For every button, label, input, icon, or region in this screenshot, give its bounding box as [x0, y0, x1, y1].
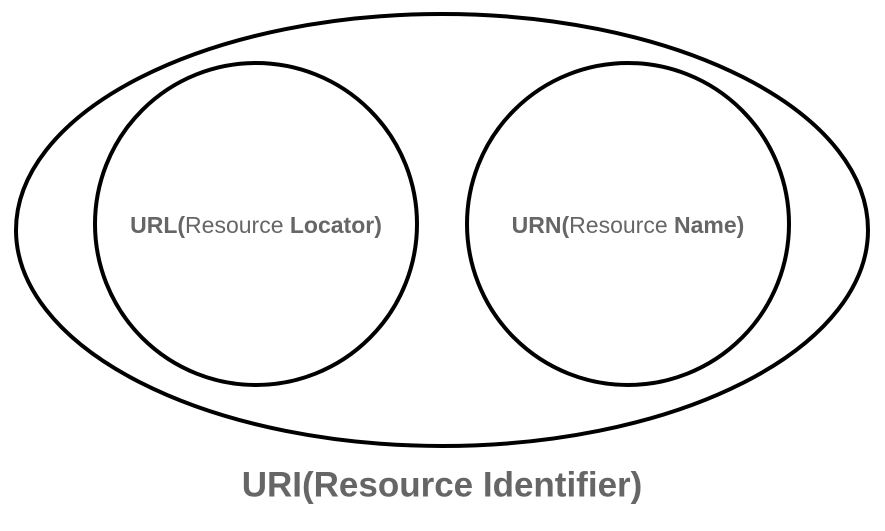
- urn-circle: [465, 61, 791, 387]
- urn-label-word1: Resource: [569, 212, 667, 238]
- uri-caption: URI(Resource Identifier): [242, 465, 643, 504]
- urn-label-word2: Name): [674, 212, 744, 238]
- url-label-word2: Locator): [290, 212, 382, 238]
- url-circle: [93, 61, 419, 387]
- url-label-prefix: URL(: [130, 212, 185, 238]
- url-label-word1: Resource: [185, 212, 283, 238]
- urn-label: URN(Resource Name): [512, 212, 745, 238]
- url-label: URL(Resource Locator): [130, 212, 382, 238]
- urn-label-prefix: URN(: [512, 212, 570, 238]
- uri-outer-ellipse: [14, 12, 870, 448]
